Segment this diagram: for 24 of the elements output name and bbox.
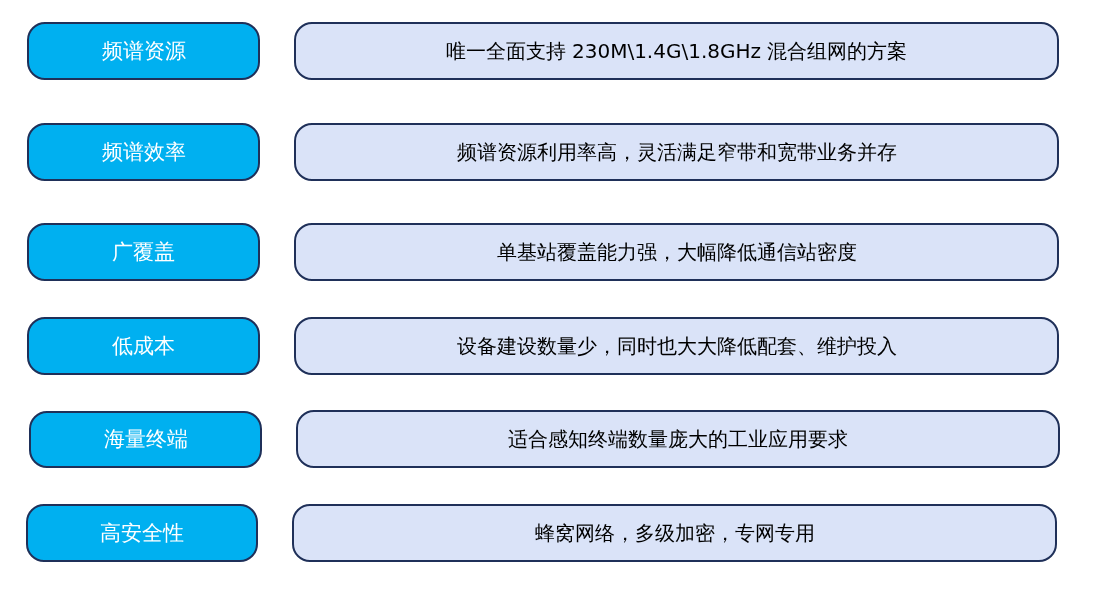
description-box xyxy=(294,123,1059,181)
description-text: 设备建设数量少，同时也大大降低配套、维护投入 xyxy=(456,333,897,359)
feature-label: 高安全性 xyxy=(100,519,184,547)
feature-box xyxy=(27,317,260,375)
description-text: 频谱资源利用率高，灵活满足窄带和宽带业务并存 xyxy=(456,139,897,165)
description-box xyxy=(294,317,1059,375)
description-text: 适合感知终端数量庞大的工业应用要求 xyxy=(508,426,848,452)
feature-label: 低成本 xyxy=(112,332,175,360)
description-box xyxy=(292,504,1057,562)
description-box xyxy=(294,22,1059,80)
description-box xyxy=(294,223,1059,281)
feature-box xyxy=(27,123,260,181)
feature-label: 海量终端 xyxy=(103,426,188,453)
feature-box xyxy=(29,411,262,468)
feature-box xyxy=(26,504,258,562)
description-text: 唯一全面支持 230M\1.4G\1.8GHz 混合组网的方案 xyxy=(445,38,908,64)
feature-label: 广覆盖 xyxy=(112,238,175,266)
feature-box xyxy=(27,22,260,80)
feature-label: 频谱资源 xyxy=(101,37,186,65)
description-box xyxy=(296,410,1060,468)
feature-label: 频谱效率 xyxy=(101,138,186,166)
description-text: 蜂窝网络，多级加密，专网专用 xyxy=(534,520,815,546)
description-text: 单基站覆盖能力强，大幅降低通信站密度 xyxy=(496,239,857,265)
feature-box xyxy=(27,223,260,281)
